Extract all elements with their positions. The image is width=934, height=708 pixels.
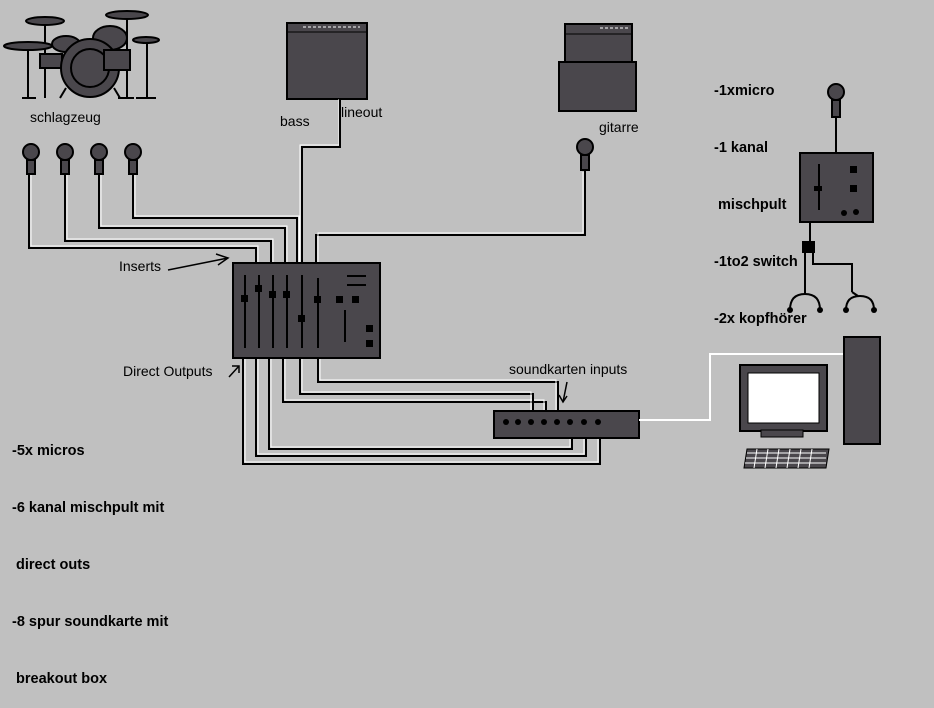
drum-kit xyxy=(3,10,160,99)
pc-cable xyxy=(639,353,845,421)
inserts-label: Inserts xyxy=(119,258,162,274)
mic-icon xyxy=(124,143,142,175)
note-line: -1 kanal xyxy=(714,140,768,156)
inserts-arrow-icon xyxy=(167,253,230,271)
note-line: -8 spur soundkarte mit xyxy=(12,614,169,630)
lineout-label: lineout xyxy=(341,104,383,120)
note-line: -6 kanal mischpult mit xyxy=(12,500,165,516)
mixer-6-channel xyxy=(232,262,381,359)
microphones xyxy=(22,83,845,175)
mic-icon xyxy=(56,143,74,175)
soundcard-inputs-label: soundkarten inputs xyxy=(509,361,628,377)
note-line: direct outs xyxy=(12,557,91,573)
mic-icon xyxy=(22,143,40,175)
note-line: -2x kopfhörer xyxy=(714,311,807,327)
direct-outputs-arrow-icon xyxy=(228,365,240,378)
direct-outputs-label: Direct Outputs xyxy=(123,363,213,379)
drumkit-label: schlagzeug xyxy=(30,109,101,125)
headphone-mixer xyxy=(787,117,877,313)
mic-icon xyxy=(576,138,594,171)
left-notes: -5x micros -6 kanal mischpult mit direct… xyxy=(12,404,168,708)
computer xyxy=(739,336,881,469)
mic-icon xyxy=(827,83,845,118)
soundcard-breakout-box xyxy=(493,410,640,439)
soundkarten-arrow-icon xyxy=(558,381,568,404)
note-line: mischpult xyxy=(714,197,787,213)
note-line: -1to2 switch xyxy=(714,254,798,270)
note-line: breakout box xyxy=(12,671,108,687)
arrows xyxy=(167,253,568,404)
guitar-amp xyxy=(558,23,637,112)
bass-label: bass xyxy=(280,113,310,129)
mic-icon xyxy=(90,143,108,175)
mic-cables xyxy=(28,99,586,265)
right-notes: -1xmicro -1 kanal mischpult -1to2 switch… xyxy=(714,44,807,348)
note-line: -5x micros xyxy=(12,443,85,459)
bass-amp xyxy=(286,22,368,100)
guitar-label: gitarre xyxy=(599,119,639,135)
note-line: -1xmicro xyxy=(714,83,775,99)
studio-setup-diagram xyxy=(3,10,881,469)
